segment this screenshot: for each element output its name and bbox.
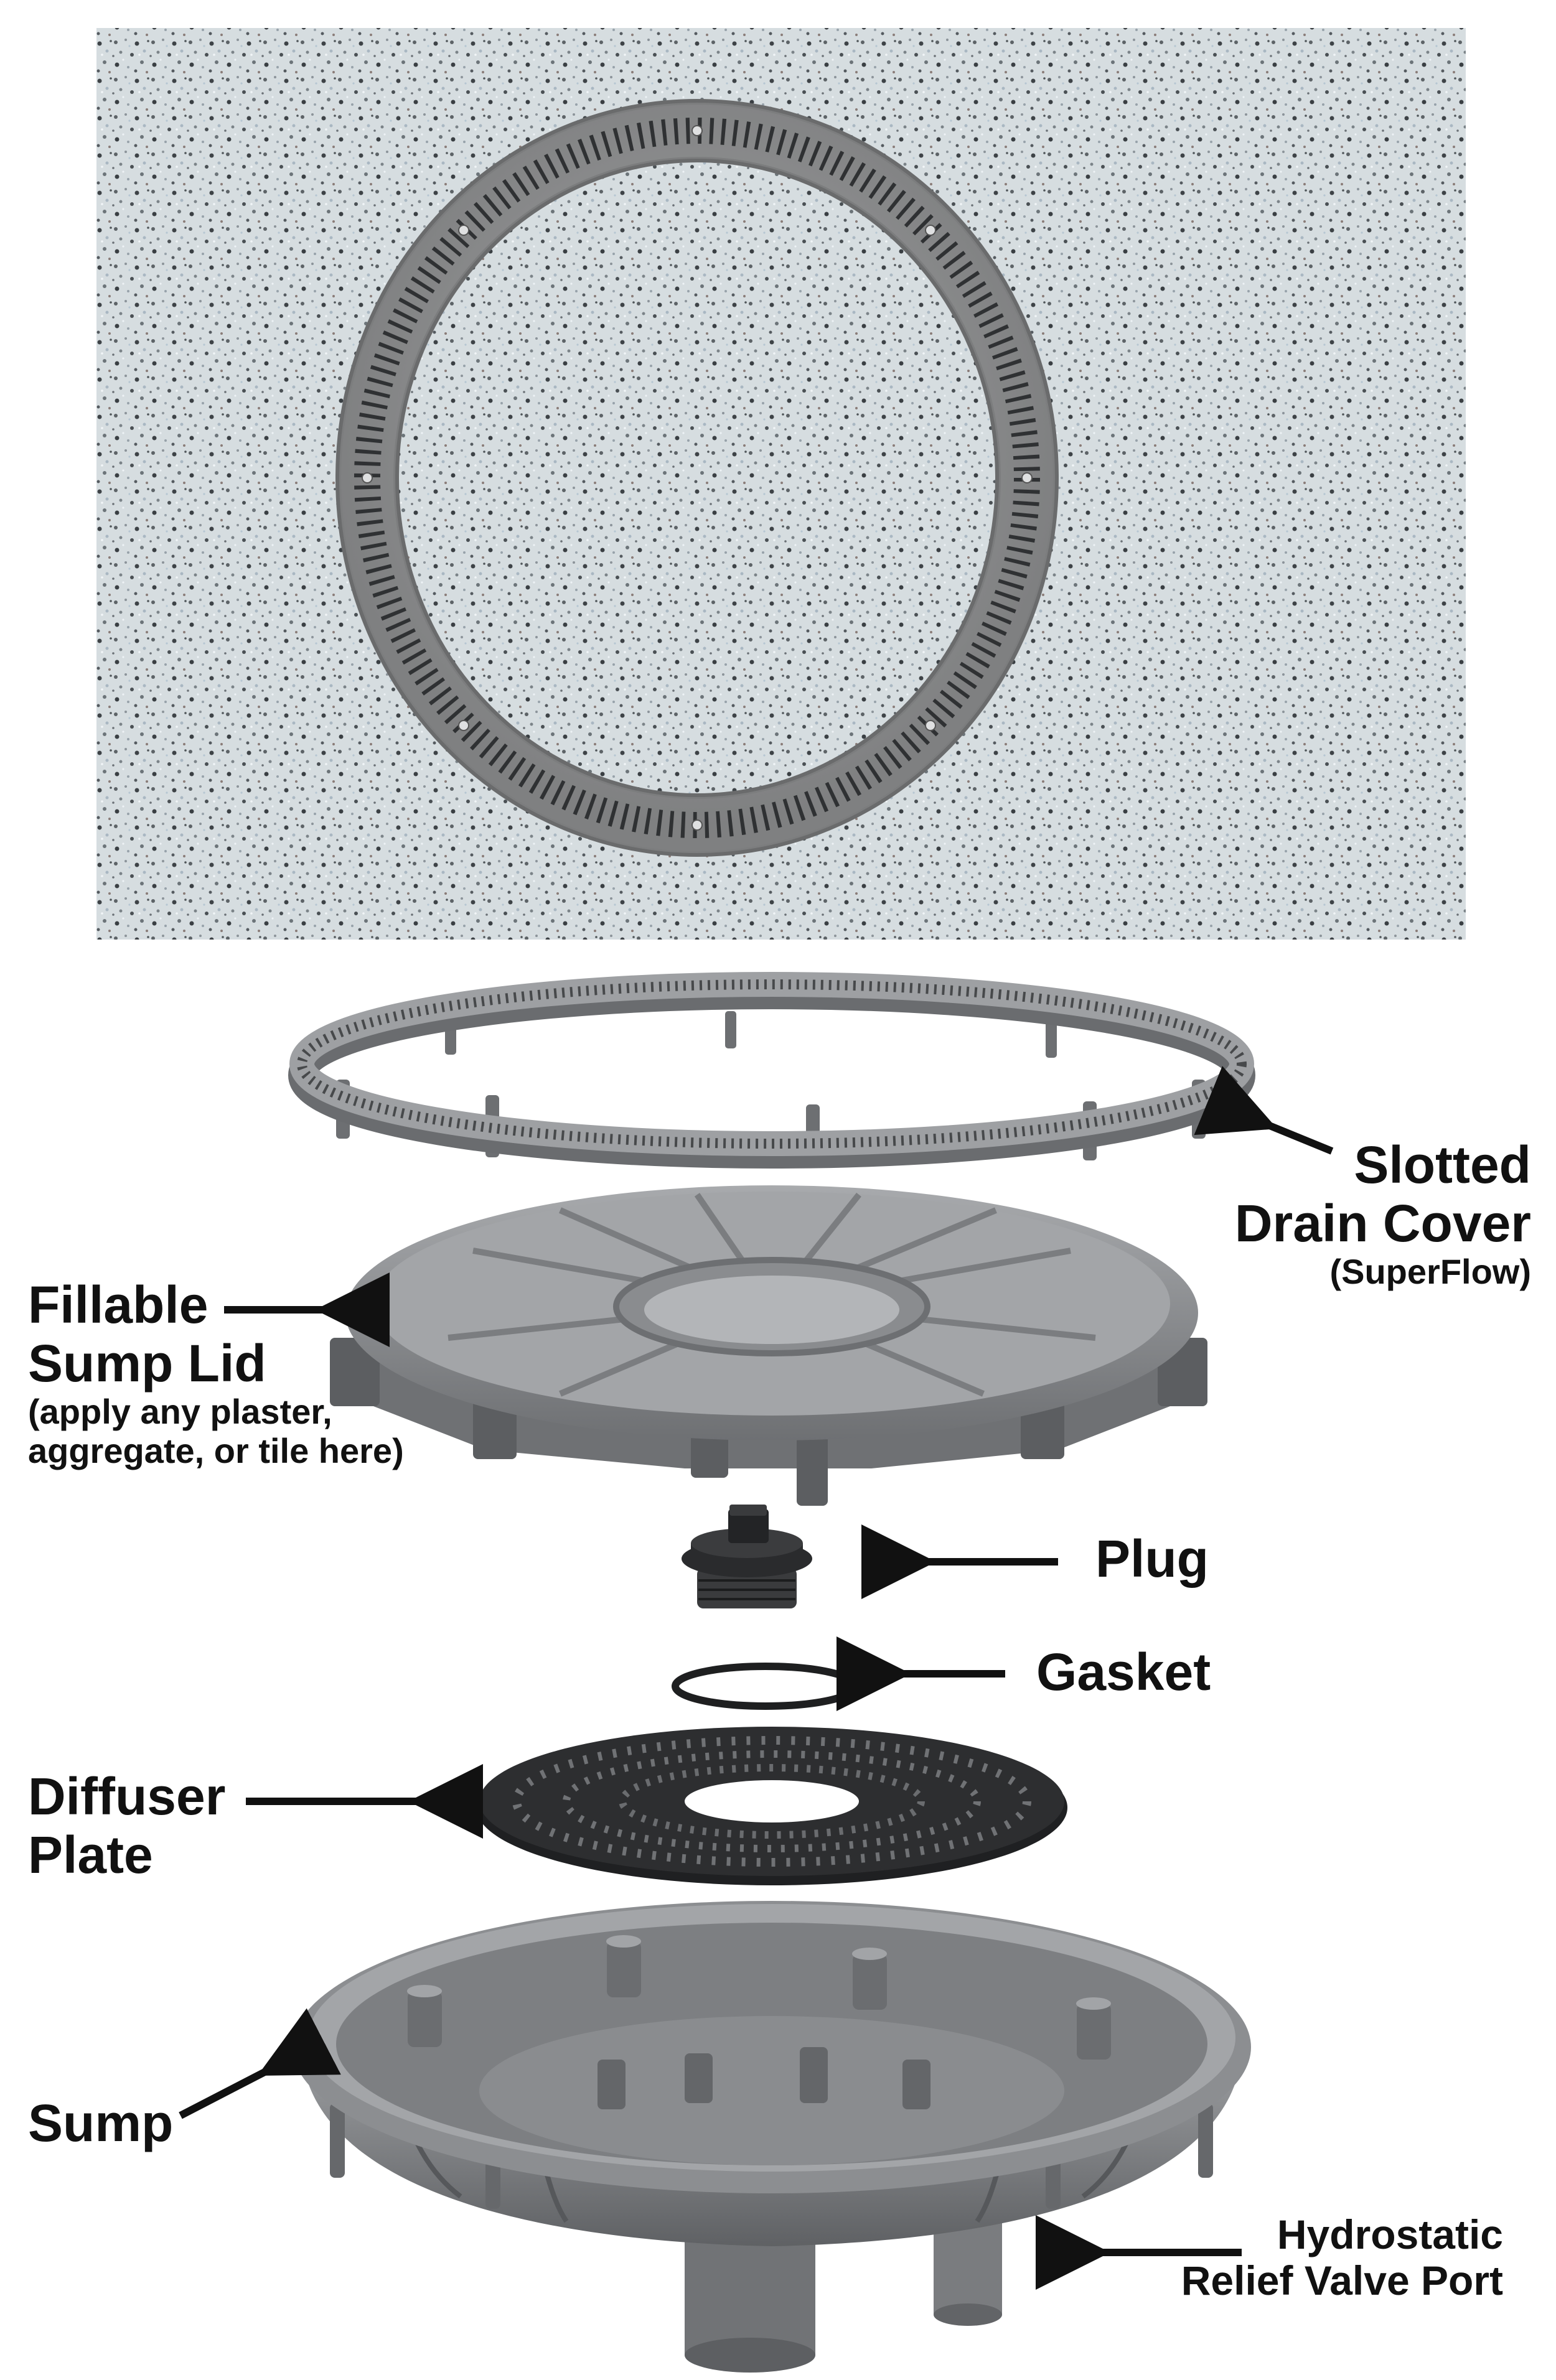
diffuser-holes-outer [512, 1736, 1031, 1867]
plug-thread-lines [698, 1579, 795, 1600]
arrow-icon [1194, 1066, 1334, 1155]
diffuser-plate-part [476, 1727, 1067, 1885]
gasket-part [672, 1663, 860, 1710]
label-line: Slotted [1354, 1136, 1531, 1194]
screw-icon [1021, 472, 1033, 483]
screw-icon [691, 125, 703, 136]
drain-ring-outer-edge [335, 99, 1059, 857]
sump-posts [407, 1935, 1111, 2109]
label-note: aggregate, or tile here) [28, 1430, 404, 1470]
sump-part [293, 1901, 1251, 2373]
screw-icon [691, 819, 703, 831]
cover-ring-slots [297, 979, 1247, 1149]
label-line: Drain Cover [1234, 1194, 1531, 1253]
label-note: (SuperFlow) [1329, 1252, 1531, 1292]
screw-icon [925, 720, 936, 731]
callout-arrows [179, 1066, 1334, 2290]
relief-valve-port-pipe-end [934, 2303, 1002, 2326]
label-diffuser-plate: Diffuser Plate [28, 1767, 225, 1884]
sump-main-pipe-end [685, 2338, 815, 2373]
diffuser-center-hole [685, 1780, 859, 1822]
label-line: Plate [28, 1826, 153, 1885]
label-line: Diffuser [28, 1767, 226, 1826]
label-line: Sump Lid [28, 1334, 266, 1393]
diffuser-holes-inner [619, 1764, 925, 1839]
label-line: Fillable [28, 1276, 209, 1334]
screw-icon [458, 225, 469, 236]
label-line: Hydrostatic [1277, 2211, 1503, 2257]
ring-screw-icons [362, 125, 1033, 831]
plug-square-head-top [729, 1505, 767, 1516]
slotted-drain-cover-part [288, 972, 1255, 1169]
label-fillable-sump-lid: Fillable Sump Lid (apply any plaster, ag… [28, 1276, 404, 1471]
label-sump: Sump [28, 2094, 174, 2152]
drain-ring-inner-edge [395, 159, 999, 797]
lid-center-opening [644, 1276, 899, 1344]
plug-square-head [728, 1509, 769, 1543]
fillable-sump-lid-part [330, 1185, 1207, 1506]
diffuser-holes-mid [563, 1750, 981, 1852]
label-plug: Plug [1095, 1529, 1209, 1588]
screw-icon [458, 720, 469, 731]
plug-part [682, 1505, 812, 1608]
installed-drain-photo [96, 28, 1466, 940]
label-slotted-drain-cover: Slotted Drain Cover (SuperFlow) [1235, 1136, 1531, 1292]
label-hydrostatic-relief-valve-port: Hydrostatic Relief Valve Port [1181, 2211, 1503, 2304]
label-note: (apply any plaster, [28, 1392, 332, 1432]
screw-icon [925, 225, 936, 236]
screw-icon [362, 472, 373, 483]
sump-interior-floor [479, 2016, 1064, 2165]
label-line: Relief Valve Port [1181, 2257, 1503, 2303]
label-gasket: Gasket [1036, 1643, 1211, 1701]
arrow-icon [179, 2008, 341, 2119]
